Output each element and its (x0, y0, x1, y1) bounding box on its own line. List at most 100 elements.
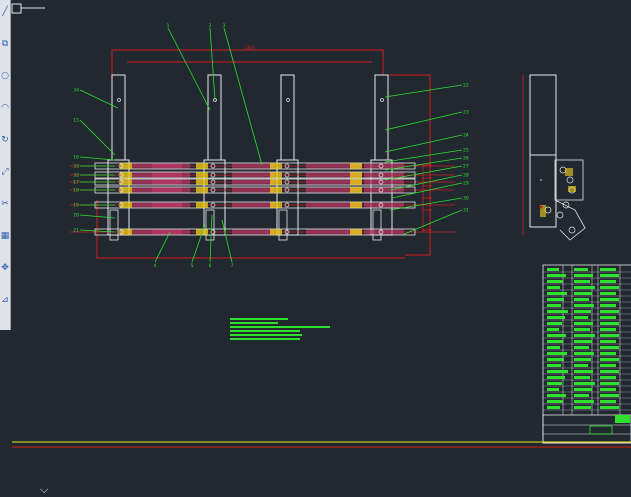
circle-icon[interactable]: ○ (1, 71, 9, 81)
clamp (196, 229, 208, 235)
side-mark-red (539, 205, 543, 209)
insulator (306, 229, 362, 235)
clamp (196, 172, 208, 178)
insulator (306, 172, 362, 178)
hatch-icon[interactable]: ▦ (0, 231, 10, 241)
bolt (284, 187, 290, 193)
post (111, 74, 126, 161)
table-cell-text (547, 346, 560, 349)
note-line (230, 322, 278, 324)
table-cell-text (574, 406, 591, 409)
leader-line (389, 197, 463, 211)
post-foot (372, 209, 382, 241)
post (280, 74, 295, 161)
insulator (152, 187, 190, 193)
table-cell-text (547, 358, 564, 361)
scale-icon[interactable]: ⤢ (1, 167, 9, 177)
table-cell-text (600, 346, 619, 349)
table-cell-text (600, 400, 616, 403)
table-cell-text (600, 298, 619, 301)
table-cell-text (600, 394, 619, 397)
table-cell-text (547, 286, 560, 289)
clamp (120, 229, 132, 235)
leader-line (384, 149, 463, 163)
bolt (210, 202, 216, 208)
bolt (378, 163, 384, 169)
table-cell-text (574, 340, 592, 343)
bolt (378, 202, 384, 208)
insulator (152, 202, 190, 208)
table-cell-text (547, 400, 563, 403)
drawing-canvas[interactable]: 1800 34151633321718192021222324252627282… (10, 0, 631, 496)
callout-label: 5 (191, 263, 194, 269)
callout-label: 27 (463, 164, 469, 170)
insulator (306, 179, 362, 185)
side-bracket (554, 159, 584, 201)
table-cell-text (574, 286, 595, 289)
arc-icon[interactable]: ◠ (1, 103, 9, 113)
note-line (230, 338, 300, 340)
clamp (196, 187, 208, 193)
table-cell-text (547, 310, 568, 313)
side-clamp (568, 186, 576, 192)
table-cell-text (574, 382, 595, 385)
side-fitting (566, 176, 574, 184)
insulator (306, 187, 362, 193)
rotate-icon[interactable]: ↻ (1, 135, 9, 145)
table-cell-text (574, 388, 592, 391)
callout-label: 16 (73, 155, 79, 161)
post-base (107, 159, 130, 236)
line-icon[interactable]: ╱ (2, 7, 8, 17)
table-cell-text (574, 346, 589, 349)
bolt (284, 172, 290, 178)
insulator (364, 187, 404, 193)
clamp (350, 229, 362, 235)
copy-icon[interactable]: ⧉ (1, 39, 9, 49)
trim-icon[interactable]: ✂ (1, 199, 9, 209)
clamp (120, 187, 132, 193)
leader-line (79, 119, 116, 156)
callout-label: 7 (231, 263, 234, 269)
insulator (306, 202, 362, 208)
table-cell-text (547, 322, 562, 325)
leader-line (154, 231, 171, 263)
leader-line (384, 84, 463, 98)
pan-icon[interactable]: ✥ (1, 263, 9, 273)
callout-label: 28 (463, 173, 469, 179)
leader-line (384, 165, 463, 181)
table-cell-text (574, 292, 592, 295)
side-fitting (568, 226, 576, 234)
note-line (230, 318, 288, 320)
table-cell-text (574, 364, 588, 367)
insulator (364, 179, 404, 185)
bolt (378, 172, 384, 178)
clamp (196, 202, 208, 208)
table-cell-text (600, 316, 616, 319)
callout-label: 22 (463, 83, 469, 89)
post-foot (278, 209, 288, 241)
post-base (203, 159, 226, 236)
leader-line (79, 229, 116, 233)
clamp (120, 163, 132, 169)
callout-label: 15 (73, 118, 79, 124)
callout-label: 20 (73, 213, 79, 219)
bolt (118, 163, 124, 169)
clamp (350, 172, 362, 178)
callout-label: 31 (463, 208, 469, 214)
table-cell-text (600, 370, 619, 373)
sheet-border (12, 441, 631, 448)
table-cell-text (547, 394, 566, 397)
bolt (210, 163, 216, 169)
callout-label: 4 (154, 263, 157, 269)
clamp (270, 202, 282, 208)
table-cell-text (547, 382, 562, 385)
table-cell-text (547, 370, 568, 373)
measure-icon[interactable]: ⊿ (1, 295, 9, 305)
callout-label: 2 (209, 23, 212, 29)
bolt (284, 202, 290, 208)
table-cell-text (600, 268, 616, 271)
table-cell-text (600, 352, 616, 355)
clamp (120, 179, 132, 185)
table-cell-text (600, 340, 616, 343)
callout-label: 25 (463, 148, 469, 154)
